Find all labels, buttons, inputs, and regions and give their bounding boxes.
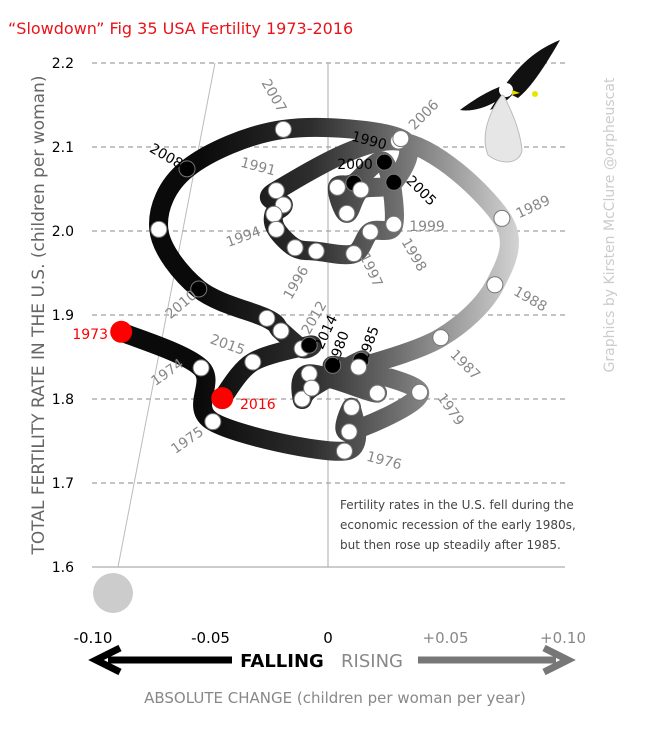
year-label-1994: 1994: [224, 224, 263, 251]
rising-arrow: [418, 644, 576, 676]
point-1998: [361, 223, 379, 241]
year-label-2006: 2006: [406, 97, 443, 134]
year-label-1974: 1974: [149, 356, 187, 390]
point-1988: [486, 276, 504, 294]
year-label-1988: 1988: [511, 284, 550, 316]
point-2015: [244, 353, 262, 371]
year-label-2000: 2000: [337, 157, 373, 173]
y-tick-label: 1.7: [52, 476, 74, 492]
point-2006: [392, 130, 410, 148]
point-1997: [345, 245, 363, 263]
point-2002: [328, 178, 346, 196]
annotation-line-3: but then rose up steadily after 1985.: [340, 538, 561, 552]
annotation: Fertility rates in the U.S. fell during …: [340, 498, 576, 552]
x-tick-label: +0.05: [423, 629, 469, 647]
x-tick-labels: -0.10 -0.05 0 +0.05 +0.10: [74, 629, 586, 647]
annotation-line-1: Fertility rates in the U.S. fell during …: [340, 498, 574, 512]
x-tick-label: -0.10: [74, 629, 113, 647]
point-1993: [265, 205, 283, 223]
year-label-2005: 2005: [403, 173, 440, 210]
point-1977: [343, 398, 360, 416]
y-tick-label: 1.9: [52, 308, 74, 324]
point-2012: [272, 322, 290, 340]
point-1987: [432, 329, 450, 347]
point-2016: [211, 387, 234, 410]
point-1974: [192, 359, 210, 377]
reference-dot: [93, 573, 133, 613]
year-label-1999: 1999: [409, 219, 445, 235]
point-2007: [274, 120, 292, 138]
year-label-2008: 2008: [147, 141, 186, 173]
point-1979: [411, 383, 429, 401]
year-label-1979: 1979: [434, 391, 468, 429]
year-label-2016: 2016: [240, 397, 276, 413]
point-2003: [338, 204, 356, 222]
point-1981: [368, 384, 386, 402]
point-2010: [190, 280, 208, 298]
year-points: [110, 120, 511, 460]
point-1973: [110, 320, 133, 343]
point-2009: [150, 220, 168, 238]
y-tick-labels: 1.6 1.7 1.8 1.9 2.0 2.1 2.2: [52, 56, 74, 576]
year-label-1991: 1991: [239, 155, 278, 180]
x-tick-label: +0.10: [540, 629, 586, 647]
y-axis-label: TOTAL FERTILITY RATE IN THE U.S. (childr…: [29, 76, 49, 556]
point-2004: [352, 181, 370, 199]
x-tick-label: 0: [323, 629, 333, 647]
y-tick-label: 2.0: [52, 224, 74, 240]
y-tick-label: 1.8: [52, 392, 74, 408]
point-1994: [267, 220, 285, 238]
y-tick-label: 1.6: [52, 560, 74, 576]
year-label-2015: 2015: [208, 332, 247, 359]
year-label-1998: 1998: [398, 236, 430, 275]
year-label-1987: 1987: [447, 347, 484, 384]
annotation-line-2: economic recession of the early 1980s,: [340, 518, 576, 532]
year-label-1975: 1975: [169, 424, 207, 458]
point-1989: [493, 209, 511, 227]
falling-arrow: [88, 644, 232, 676]
point-2011: [258, 309, 276, 327]
year-label-1976: 1976: [365, 449, 404, 474]
point-1995: [286, 239, 304, 257]
point-1999: [385, 215, 403, 233]
reference-line: [117, 62, 216, 568]
x-axis-label: ABSOLUTE CHANGE (children per woman per …: [144, 689, 526, 707]
point-1984: [303, 379, 321, 397]
point-1983: [293, 390, 311, 408]
year-label-1996: 1996: [281, 263, 313, 302]
point-1975: [204, 413, 222, 431]
point-2000: [375, 153, 393, 171]
point-2014: [300, 336, 318, 354]
point-1991: [267, 182, 285, 200]
x-tick-label: -0.05: [191, 629, 230, 647]
year-label-1997: 1997: [356, 251, 386, 290]
point-1980: [324, 356, 342, 374]
point-1978: [340, 423, 358, 441]
y-tick-label: 2.2: [52, 56, 74, 72]
point-1986: [350, 358, 368, 376]
year-label-1989: 1989: [514, 193, 553, 223]
point-1982: [300, 365, 318, 383]
year-label-1973: 1973: [72, 327, 108, 343]
rising-label: RISING: [341, 651, 403, 672]
chart-title: “Slowdown” Fig 35 USA Fertility 1973-201…: [8, 19, 353, 38]
year-label-2007: 2007: [258, 77, 290, 116]
point-1996: [307, 242, 325, 260]
y-tick-label: 2.1: [52, 140, 74, 156]
point-2005: [385, 173, 403, 191]
point-1976: [335, 442, 353, 460]
point-2008: [178, 160, 196, 178]
eagle-stork-icon: [460, 40, 560, 163]
credit-text: Graphics by Kirsten McClure @orpheuscat: [602, 77, 618, 372]
falling-label: FALLING: [240, 651, 324, 672]
